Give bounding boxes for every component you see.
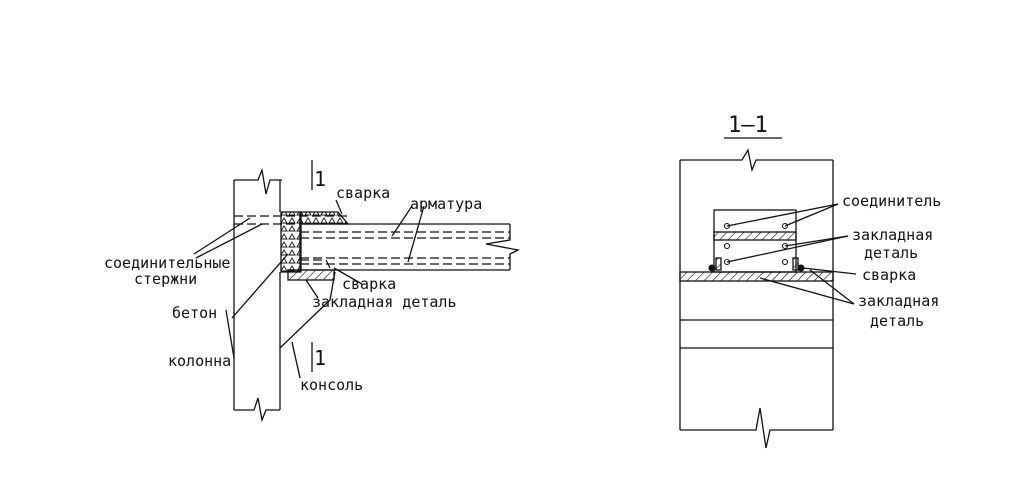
leader-konsol [291, 341, 301, 379]
column-top-edge [680, 148, 833, 173]
weld-dot-right [797, 264, 805, 272]
label-zakl1-line2: деталь [864, 244, 918, 262]
top-weld [299, 211, 350, 225]
label-svarka-right: сварка [862, 266, 916, 284]
weld-dot-left [708, 264, 716, 272]
connector-right [792, 257, 799, 271]
left-view: 1 1 сварка арматура соединительные стерж… [104, 160, 521, 423]
rebar-circle-6 [781, 258, 789, 266]
beam-break [485, 224, 521, 270]
embedded-plate-left [287, 269, 335, 281]
section-title: 1—1 [728, 113, 768, 138]
rebar-bend [300, 259, 331, 269]
concrete-joint [280, 211, 302, 273]
leader-soedinitel-2 [784, 203, 839, 227]
leader-soed-2 [195, 223, 263, 259]
leader-zakl2-2 [809, 269, 855, 305]
label-soed-line1: соединительные [104, 254, 230, 272]
label-zakl1-line1: закладная [852, 226, 933, 244]
label-konsol: консоль [300, 376, 363, 394]
label-soedinitel: соединитель [842, 192, 941, 210]
embedded-plate-console [679, 271, 834, 282]
rebar-circle-3 [723, 242, 731, 250]
label-armatura: арматура [410, 195, 482, 213]
leader-kolonna [225, 309, 235, 359]
right-view: 1—1 сое [679, 113, 941, 449]
section-marker-top: 1 [314, 167, 326, 191]
connector-left [715, 257, 722, 271]
leader-beton [231, 253, 289, 319]
leader-armatura-2 [407, 205, 425, 263]
label-soed-line2: стержни [134, 270, 197, 288]
leader-armatura-1 [391, 205, 413, 237]
label-beton: бетон [172, 304, 217, 322]
leader-svarka-bottom [333, 267, 363, 285]
leader-zakl2-1 [759, 277, 855, 305]
label-zakl2-line1: закладная [858, 292, 939, 310]
leader-soed-1 [193, 217, 251, 255]
label-svarka-top: сварка [336, 184, 390, 202]
embedded-plate-beam [713, 231, 797, 241]
console-outline [279, 271, 336, 350]
leader-svarka-top [335, 199, 343, 215]
leader-soedinitel-1 [726, 203, 839, 227]
label-zakl2-line2: деталь [870, 312, 924, 330]
column-break-top [234, 167, 282, 195]
leader-svarka [802, 267, 857, 275]
label-zakladnaya: закладная деталь [312, 293, 457, 311]
label-kolonna: колонна [168, 352, 231, 370]
column-bottom-edge [680, 407, 833, 449]
label-svarka-bottom: сварка [342, 275, 396, 293]
column-break-bottom [234, 397, 280, 423]
leader-zakladnaya [305, 279, 319, 299]
section-marker-bottom: 1 [314, 346, 326, 370]
leader-zakl1-2 [726, 235, 849, 263]
